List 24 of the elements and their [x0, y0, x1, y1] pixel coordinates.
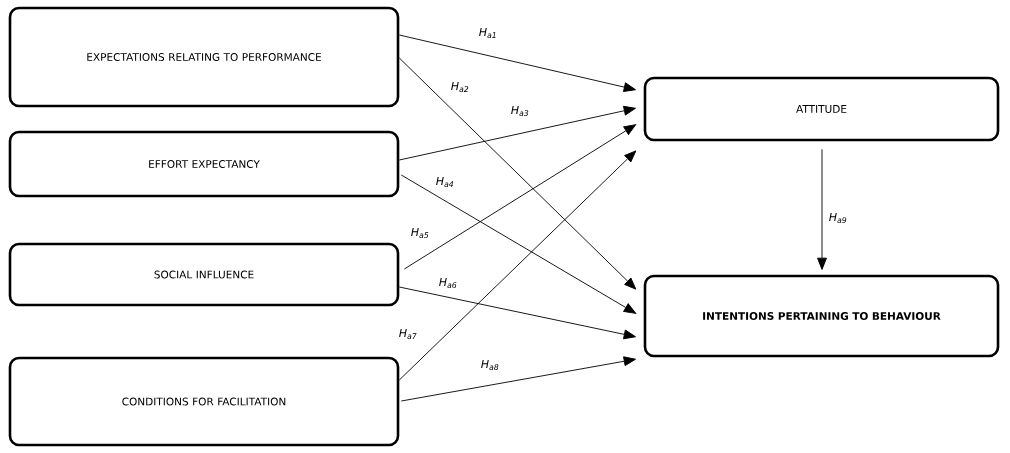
edge-label: H$_{a3}$ [511, 105, 529, 117]
process-box: SOCIAL INFLUENCE [8, 242, 400, 307]
process-box: ATTITUDE [643, 76, 1000, 142]
arrow [398, 34, 636, 92]
process-box: EFFORT EXPECTANCY [8, 130, 400, 198]
arrow [398, 57, 637, 290]
edge-label: H$_{a8}$ [481, 359, 499, 371]
process-box: CONDITIONS FOR FACILITATION [8, 356, 400, 447]
arrow [400, 174, 637, 314]
edge-label: H$_{a2}$ [451, 81, 469, 93]
arrow [403, 124, 637, 270]
arrow [817, 148, 827, 270]
arrow [398, 105, 636, 161]
arrow [398, 286, 636, 340]
process-box: EXPECTATIONS RELATING TO PERFORMANCE [8, 6, 400, 108]
process-box: INTENTIONS PERTAINING TO BEHAVIOUR [643, 274, 1000, 358]
edge-label: H$_{a1}$ [479, 28, 496, 38]
edge-label: H$_{a9}$ [829, 212, 847, 224]
edge-label: H$_{a4}$ [436, 177, 454, 187]
arrow [400, 356, 636, 402]
edge-label: H$_{a7}$ [399, 329, 417, 339]
edge-label: H$_{a6}$ [439, 277, 457, 289]
arrow [398, 150, 637, 381]
edge-label: H$_{a5}$ [411, 228, 429, 238]
